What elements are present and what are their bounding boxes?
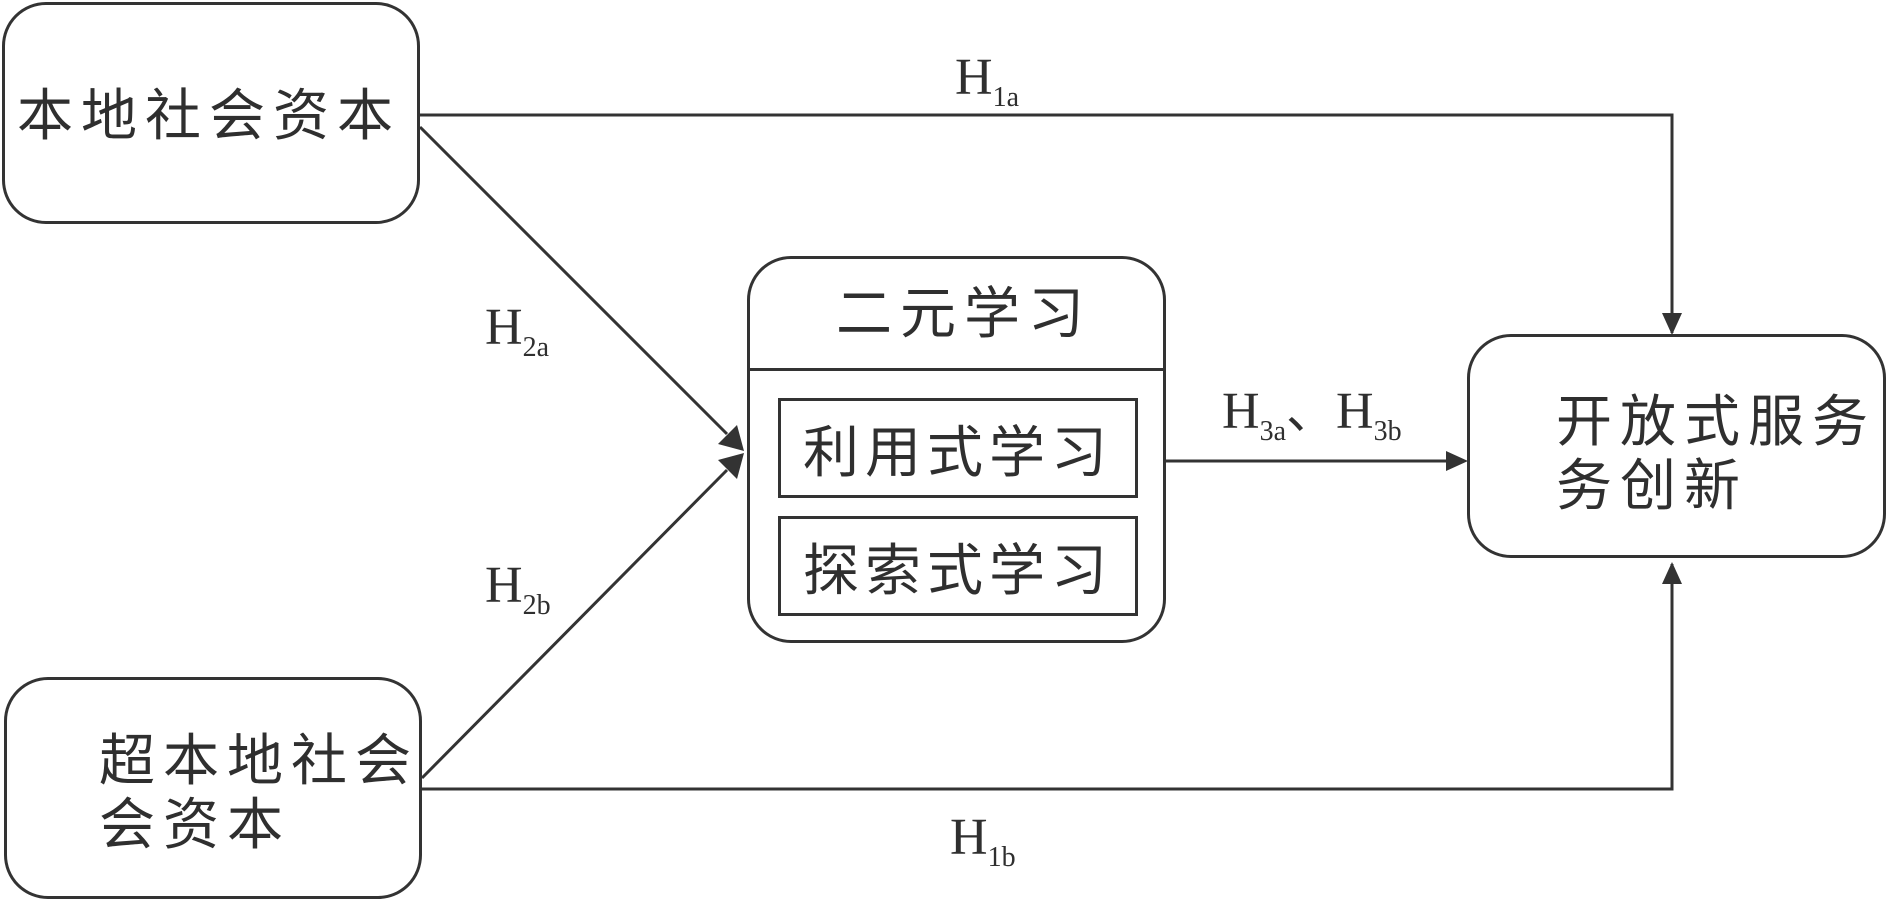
edge-h2a-line: [418, 125, 729, 436]
node-dual-learning: 二元学习 利用式学习 探索式学习: [747, 256, 1166, 643]
node-local-social-capital-label: 本地社会资本: [17, 84, 401, 149]
edge-label-h3-main-a: H: [1222, 383, 1260, 440]
edge-label-h2b-main: H: [485, 557, 523, 614]
edge-label-h1b-main: H: [950, 809, 988, 866]
edge-label-h1b-sub: 1b: [987, 842, 1016, 873]
edge-label-h1a-main: H: [955, 49, 993, 106]
node-open-service-innovation-label: 开放式服务 务创新: [1556, 390, 1876, 520]
edge-label-h1b: H1b: [950, 812, 1016, 872]
edge-label-h1a: H1a: [955, 52, 1019, 112]
edge-h2b-arrowhead: [718, 453, 744, 479]
edge-label-h2a-sub: 2a: [522, 332, 549, 363]
edge-h1a-line: [420, 113, 1674, 333]
edge-h2a-arrowhead: [718, 425, 744, 451]
node-dual-learning-divider: [750, 368, 1163, 371]
edge-h1b-line: [422, 564, 1674, 791]
edge-h1a-arrowhead: [1662, 313, 1682, 335]
edge-h2b-line: [420, 468, 729, 780]
edge-h3-arrowhead: [1446, 451, 1468, 471]
node-exploratory-learning: 探索式学习: [778, 516, 1138, 616]
node-exploitative-learning: 利用式学习: [778, 398, 1138, 498]
edge-label-h3: H3a、H3b: [1222, 386, 1402, 446]
edge-label-h3-main-b: H: [1336, 383, 1374, 440]
node-local-social-capital: 本地社会资本: [2, 2, 420, 224]
edge-label-h2b-sub: 2b: [522, 590, 551, 621]
edge-h1b-arrowhead: [1662, 562, 1682, 584]
edge-label-h3-sub-a: 3a: [1259, 416, 1286, 447]
edge-label-h3-separator: 、: [1286, 382, 1336, 440]
edge-label-h1a-sub: 1a: [992, 82, 1019, 113]
node-extra-local-social-capital: 超本地社会 会资本: [4, 677, 422, 899]
edge-label-h3-sub-b: 3b: [1373, 416, 1402, 447]
edge-label-h2b: H2b: [485, 560, 551, 620]
edge-label-h2a: H2a: [485, 302, 549, 362]
edge-label-h2a-main: H: [485, 299, 523, 356]
node-open-service-innovation: 开放式服务 务创新: [1467, 334, 1886, 558]
node-extra-local-social-capital-label: 超本地社会 会资本: [99, 729, 419, 859]
node-dual-learning-title: 二元学习: [836, 282, 1092, 347]
